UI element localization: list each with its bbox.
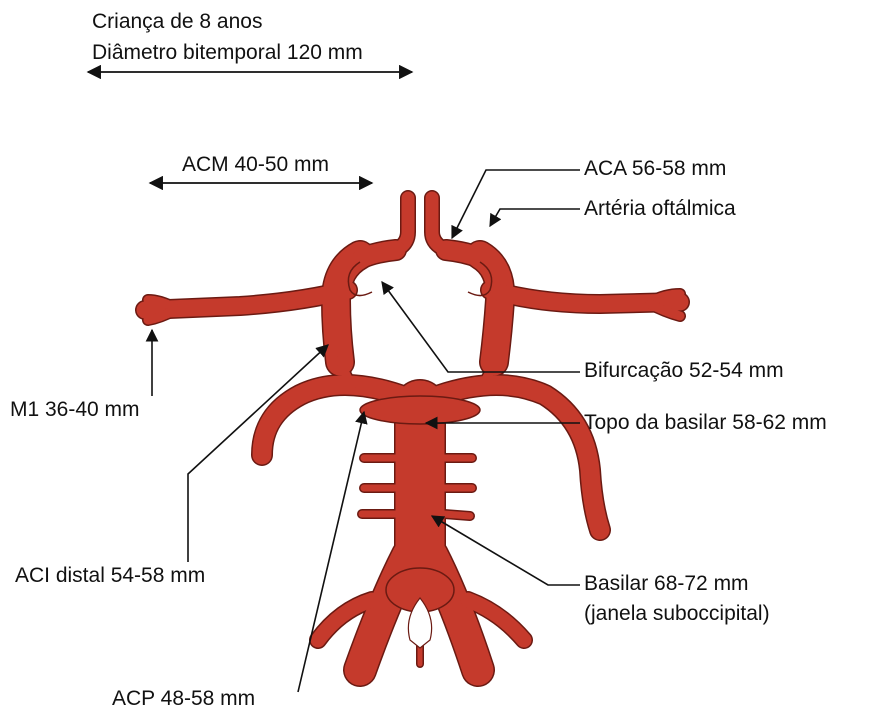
label-acm: ACM 40-50 mm: [182, 152, 329, 178]
label-basilar: Basilar 68-72 mm: [584, 571, 749, 597]
label-topo-basilar: Topo da basilar 58-62 mm: [584, 410, 827, 436]
label-aci-distal: ACI distal 54-58 mm: [15, 563, 205, 589]
label-arteria-oftalmica: Artéria oftálmica: [584, 196, 736, 222]
header-line-1: Criança de 8 anos: [92, 9, 262, 35]
label-janela-suboccipital: (janela suboccipital): [584, 601, 770, 627]
label-acp: ACP 48-58 mm: [112, 686, 255, 712]
label-m1: M1 36-40 mm: [10, 397, 140, 423]
label-aca: ACA 56-58 mm: [584, 156, 726, 182]
label-bifurcacao: Bifurcação 52-54 mm: [584, 358, 784, 384]
header-line-2: Diâmetro bitemporal 120 mm: [92, 40, 363, 66]
